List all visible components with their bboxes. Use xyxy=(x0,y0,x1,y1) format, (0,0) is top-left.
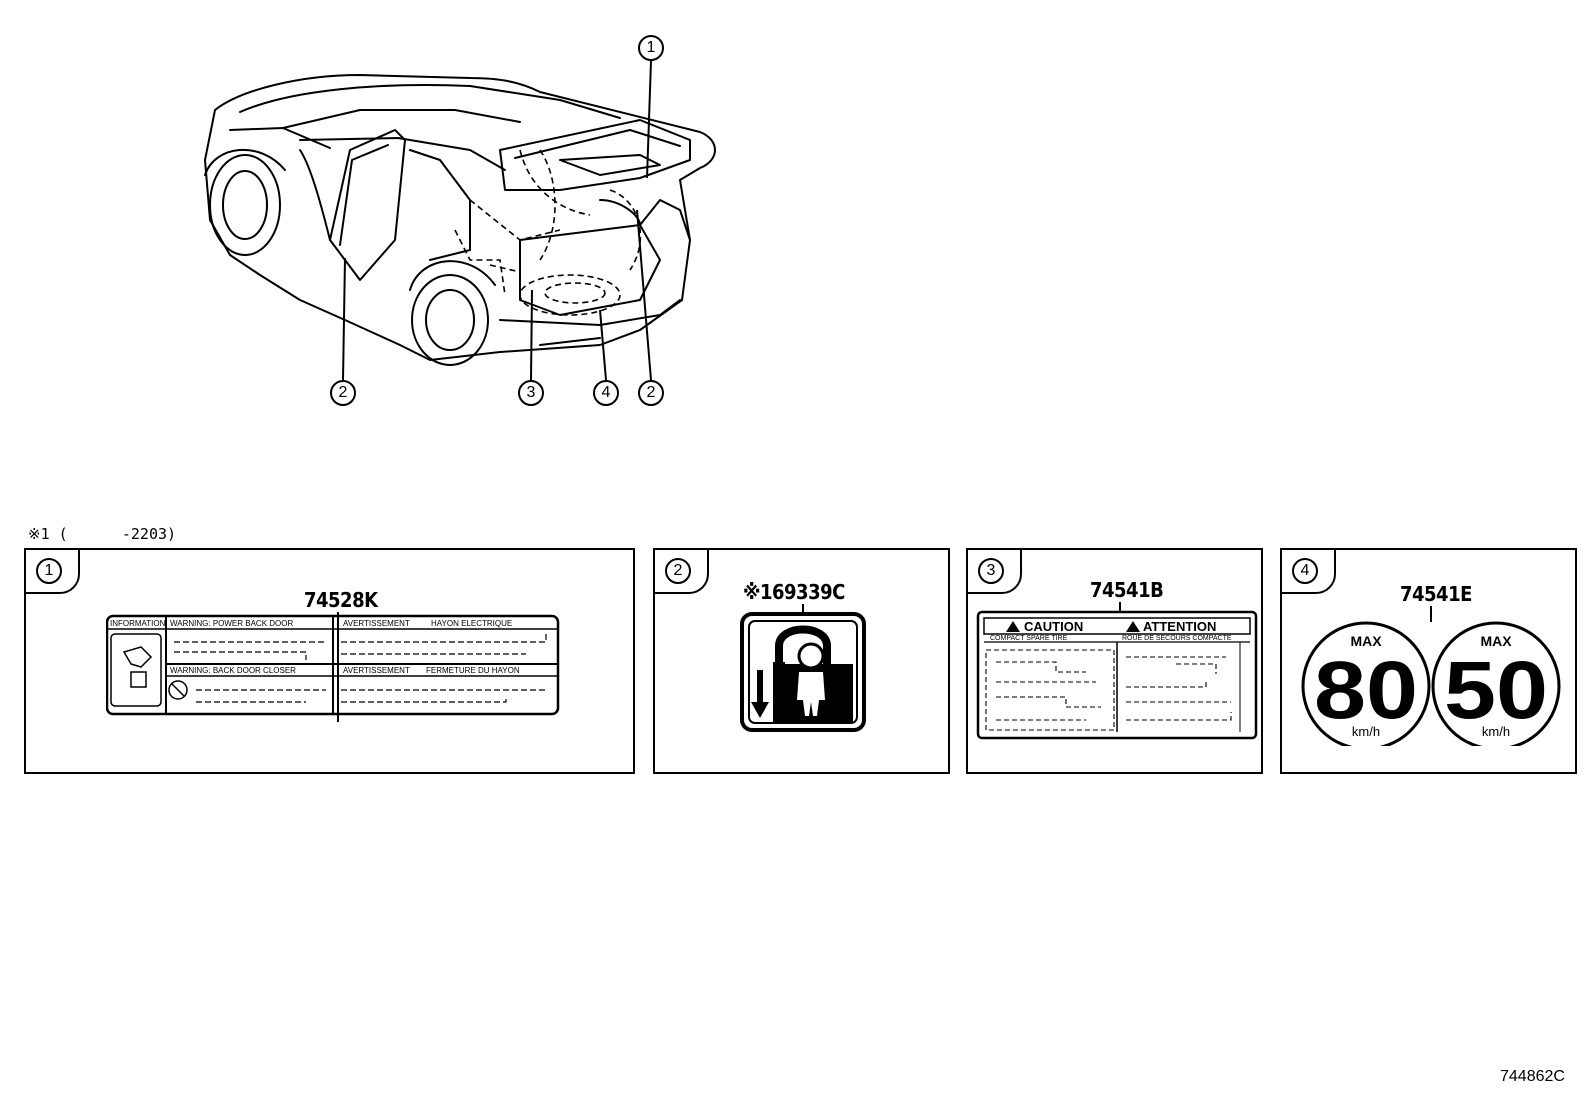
diagram-code: 744862C xyxy=(1500,1068,1565,1085)
part-number-74541B: 74541B xyxy=(1090,578,1164,602)
label-info-text: INFORMATION xyxy=(110,619,166,628)
roue-de-secours-text: ROUE DE SECOURS COMPACTE xyxy=(1122,635,1232,642)
panel-4-tab: 4 xyxy=(1280,548,1336,594)
part-number-74528K: 74528K xyxy=(304,588,378,612)
footnote: ※1 ( -2203) xyxy=(28,525,177,543)
callout-2-left: 2 xyxy=(330,380,356,406)
panel-4: 4 74541E MAX 80 km/h MAX 50 km/h xyxy=(1280,548,1577,774)
sign-50-value: 50 xyxy=(1444,645,1548,736)
compact-spare-tire-text: COMPACT SPARE TIRE xyxy=(990,635,1068,642)
panel-3-tab: 3 xyxy=(966,548,1022,594)
label-warn2-text: WARNING: BACK DOOR CLOSER xyxy=(170,666,296,675)
panel-2-tab: 2 xyxy=(653,548,709,594)
label-warn1-fr-text: AVERTISSEMENT xyxy=(343,619,410,628)
panel-3: 3 74541B CAUTION ATTENTION COMPACT SPARE… xyxy=(966,548,1263,774)
attention-text: ATTENTION xyxy=(1143,619,1216,634)
vehicle-illustration xyxy=(204,60,716,381)
sign-80-value: 80 xyxy=(1314,645,1418,736)
power-back-door-label: INFORMATION WARNING: POWER BACK DOOR AVE… xyxy=(106,612,560,722)
sign-50-unit: km/h xyxy=(1482,724,1510,739)
callout-2-right: 2 xyxy=(638,380,664,406)
child-lock-icon xyxy=(740,604,866,732)
speed-limit-signs: MAX 80 km/h MAX 50 km/h xyxy=(1301,606,1561,746)
panel-4-number: 4 xyxy=(1292,558,1318,584)
sign-50-max-text: MAX xyxy=(1480,633,1512,649)
compact-spare-tire-label: CAUTION ATTENTION COMPACT SPARE TIRE ROU… xyxy=(976,602,1258,740)
part-number-69339C: ※169339C xyxy=(743,580,845,604)
panel-2-number: 2 xyxy=(665,558,691,584)
label-warn2-fr-text: AVERTISSEMENT xyxy=(343,666,410,675)
panel-3-number: 3 xyxy=(978,558,1004,584)
panel-1-tab: 1 xyxy=(24,548,80,594)
callout-1-top: 1 xyxy=(638,35,664,61)
sign-80-unit: km/h xyxy=(1352,724,1380,739)
sign-80-max-text: MAX xyxy=(1350,633,1382,649)
panel-2: 2 ※169339C xyxy=(653,548,950,774)
label-warn2-fr2-text: FERMETURE DU HAYON xyxy=(426,666,520,675)
part-number-74541E: 74541E xyxy=(1400,582,1472,606)
panel-1-number: 1 xyxy=(36,558,62,584)
label-warn1-fr2-text: HAYON ELECTRIQUE xyxy=(431,619,512,628)
caution-text: CAUTION xyxy=(1024,619,1083,634)
callout-4: 4 xyxy=(593,380,619,406)
panel-1: 1 74528K INFORMATION WARNING: POWER BACK… xyxy=(24,548,635,774)
callout-3: 3 xyxy=(518,380,544,406)
label-warn1-text: WARNING: POWER BACK DOOR xyxy=(170,619,293,628)
